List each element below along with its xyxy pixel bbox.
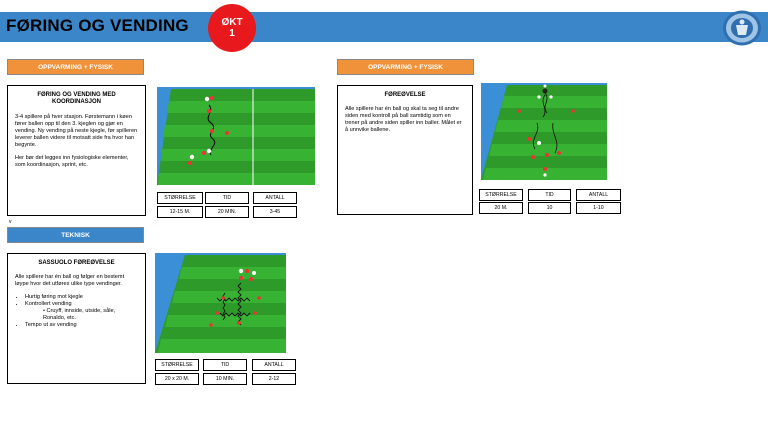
list-item: Kontrollert vending Cruyff, innside, uts…	[25, 301, 138, 322]
exercise-card-3: FØREØVELSE Alle spillere har én ball og …	[337, 85, 473, 215]
stat-value-count: 3-45	[253, 206, 297, 218]
club-logo	[722, 9, 762, 47]
stray-mark: v	[9, 219, 12, 225]
stat-header-size: STØRRELSE	[479, 189, 523, 201]
exercise-card-2: SASSUOLO FØREØVELSE Alle spillere har én…	[7, 253, 146, 384]
header-bar	[0, 12, 768, 42]
stat-value-time: 20 MIN.	[205, 206, 249, 218]
card-paragraph: Her bør det legges inn fysiologiske elem…	[15, 154, 129, 168]
pitch-diagram-3	[481, 83, 607, 180]
card-paragraph: Alle spillere har én ball og skal ta seg…	[345, 106, 462, 134]
list-sub-item: Cruyff, innside, utside, såle, Ronaldo, …	[43, 308, 138, 322]
stat-header-count: ANTALL	[576, 189, 621, 201]
stat-header-size: STØRRELSE	[157, 192, 203, 204]
stat-header-count: ANTALL	[252, 359, 296, 371]
card-title: SASSUOLO FØREØVELSE	[38, 260, 115, 266]
stat-header-count: ANTALL	[253, 192, 297, 204]
stat-header-size: STØRRELSE	[155, 359, 199, 371]
list-item: Hurtig føring mot kjegle	[25, 294, 138, 301]
card-paragraph: 3-4 spillere på hver stasjon. Førstemann…	[15, 113, 138, 148]
warmup-tag: OPPVARMING + FYSISK	[7, 59, 144, 75]
card-paragraph: Alle spillere har én ball og følger en b…	[15, 274, 125, 288]
stat-value-time: 10 MIN.	[203, 373, 247, 385]
pitch-diagram-1	[157, 87, 315, 185]
card-title: FØREØVELSE	[384, 92, 426, 98]
stat-value-size: 20 x 20 M.	[155, 373, 199, 385]
stat-value-count: 1-10	[576, 202, 621, 214]
session-badge: ØKT 1	[208, 4, 256, 52]
technical-tag: TEKNISK	[7, 227, 144, 243]
pitch-diagram-2	[155, 253, 286, 353]
stat-value-size: 12-15 M.	[157, 206, 203, 218]
exercise-card-1: FØRING OG VENDING MED KOORDINASJON 3-4 s…	[7, 85, 146, 216]
warmup-tag-2: OPPVARMING + FYSISK	[337, 59, 474, 75]
page-title: FØRING OG VENDING	[6, 16, 189, 35]
stat-value-size: 20 M.	[479, 202, 523, 214]
session-label: ØKT	[221, 17, 243, 28]
bullet-list: Hurtig føring mot kjegle Kontrollert ven…	[15, 294, 138, 329]
session-number: 1	[229, 28, 235, 39]
stat-header-time: TID	[528, 189, 571, 201]
card-title: FØRING OG VENDING MED KOORDINASJON	[37, 92, 116, 106]
stat-header-time: TID	[203, 359, 247, 371]
stat-value-count: 2-12	[252, 373, 296, 385]
stat-value-time: 10	[528, 202, 571, 214]
list-item: Tempo ut av vending	[25, 322, 138, 329]
stat-header-time: TID	[205, 192, 249, 204]
